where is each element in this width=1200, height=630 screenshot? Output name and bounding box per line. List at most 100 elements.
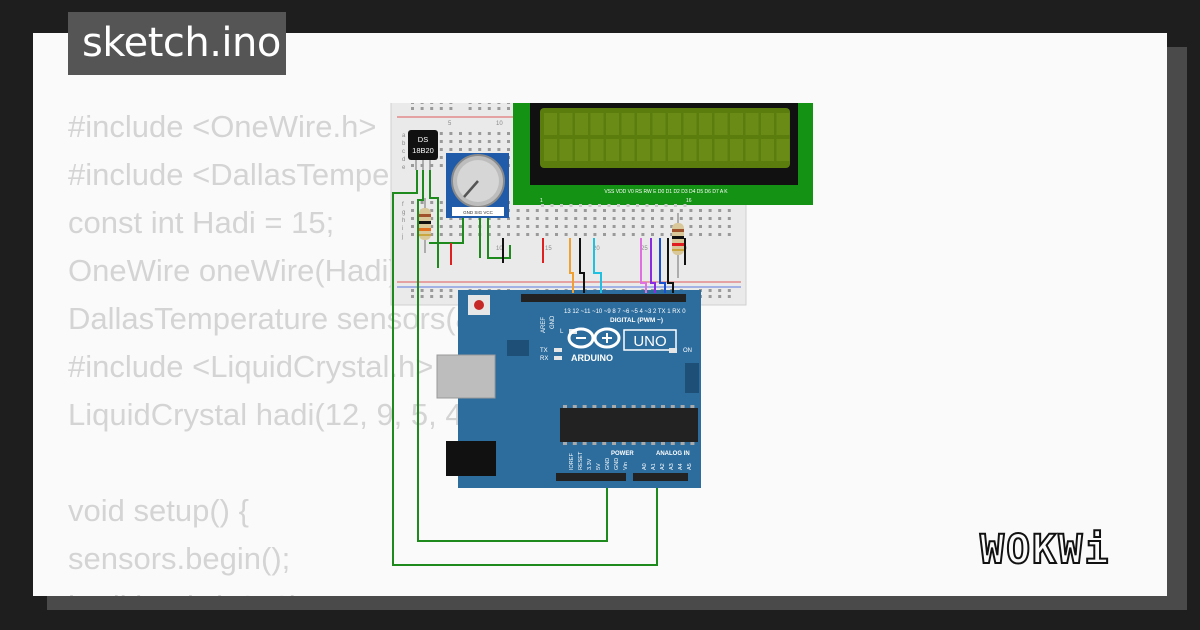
breadboard-hole xyxy=(420,295,424,298)
breadboard-hole xyxy=(574,225,578,228)
analog-pin-label: A3 xyxy=(669,463,675,470)
breadboard-hole xyxy=(430,107,434,110)
breadboard-hole xyxy=(411,217,414,220)
breadboard-hole xyxy=(478,140,482,143)
breadboard-hole xyxy=(430,209,434,212)
wire-blue xyxy=(659,238,666,293)
chip-pin xyxy=(680,405,685,408)
lcd-cell xyxy=(745,139,759,161)
breadboard-hole xyxy=(507,148,510,151)
code-line: void setup() { xyxy=(68,493,249,528)
breadboard-hole xyxy=(497,107,501,110)
breadboard-hole xyxy=(718,217,722,220)
lcd-pin xyxy=(655,204,658,207)
row-letter: c xyxy=(402,149,405,155)
breadboard-hole xyxy=(411,103,414,104)
breadboard-hole xyxy=(497,103,501,104)
row-letter: j xyxy=(401,234,403,240)
chip-pin xyxy=(602,405,607,408)
lcd-pin xyxy=(645,204,649,207)
breadboard-hole xyxy=(689,225,693,228)
row-letter: a xyxy=(402,133,406,139)
breadboard-hole xyxy=(612,225,616,228)
potentiometer: GND SIG VCC xyxy=(446,153,509,218)
lcd-cell xyxy=(652,113,666,135)
breadboard-hole xyxy=(574,209,578,212)
breadboard-hole xyxy=(708,209,712,212)
breadboard-hole xyxy=(468,107,472,110)
lcd-pin xyxy=(579,204,582,207)
breadboard-hole xyxy=(411,295,414,298)
breadboard-hole xyxy=(497,140,501,143)
breadboard-hole xyxy=(487,140,491,143)
potentiometer-pins: GND SIG VCC xyxy=(463,210,494,215)
breadboard-hole xyxy=(430,217,434,220)
power-jack xyxy=(446,441,496,476)
wires xyxy=(392,170,686,566)
breadboard-hole xyxy=(468,148,472,151)
breadboard-hole xyxy=(670,209,674,212)
breadboard-hole xyxy=(411,107,414,110)
wokwi-logo-text: WOKWi xyxy=(980,527,1110,573)
breadboard-hole xyxy=(651,217,654,220)
power-pin-label: IOREF xyxy=(569,453,575,470)
breadboard-hole xyxy=(430,289,434,292)
breadboard-hole xyxy=(459,132,462,135)
on-led-label: ON xyxy=(683,348,692,354)
breadboard-hole xyxy=(679,209,683,212)
aref-label: AREF xyxy=(541,317,547,333)
wire-black xyxy=(667,238,674,293)
breadboard-hole xyxy=(574,217,578,220)
chip-pin xyxy=(612,405,616,408)
lcd-cell xyxy=(590,139,604,161)
breadboard-hole xyxy=(603,217,606,220)
column-number: 15 xyxy=(545,246,552,252)
breadboard-hole xyxy=(593,233,597,236)
breadboard-hole xyxy=(449,217,453,220)
usb-port xyxy=(436,354,496,399)
lcd-cell xyxy=(559,113,573,135)
breadboard-hole xyxy=(439,209,443,212)
lcd-cell xyxy=(544,139,557,161)
breadboard-hole xyxy=(478,148,482,151)
analog-pin-label: A5 xyxy=(687,463,693,470)
arduino-model: UNO xyxy=(633,333,666,350)
power-label: POWER xyxy=(611,451,634,457)
breadboard-hole xyxy=(631,233,635,236)
chip-pin xyxy=(641,405,646,408)
code-line: #include <OneWire.h> xyxy=(68,109,377,144)
code-background: #include <OneWire.h> #include <DallasTem… xyxy=(68,103,681,596)
breadboard-hole xyxy=(459,217,462,220)
wire-black xyxy=(579,238,585,293)
column-number: 5 xyxy=(448,121,452,127)
breadboard-hole xyxy=(718,295,722,298)
breadboard-hole xyxy=(487,217,491,220)
chip-pin xyxy=(631,442,636,445)
breadboard-hole xyxy=(497,217,501,220)
breadboard-hole xyxy=(660,233,664,236)
breadboard-hole xyxy=(449,233,453,236)
breadboard-hole xyxy=(583,217,587,220)
lcd-pin xyxy=(569,204,573,207)
file-tab[interactable]: sketch.ino xyxy=(68,12,286,75)
breadboard-hole xyxy=(593,225,597,228)
power-pin-label: RESET xyxy=(578,451,584,470)
breadboard-hole xyxy=(603,209,606,212)
breadboard-hole xyxy=(449,107,453,110)
breadboard-hole xyxy=(439,201,443,204)
lcd-pin xyxy=(588,204,592,207)
breadboard-hole xyxy=(651,209,654,212)
breadboard-hole xyxy=(439,295,443,298)
breadboard-hole xyxy=(497,233,501,236)
lcd-cell xyxy=(668,139,681,161)
lcd-pin-labels: VSS VDD V0 RS RW E D0 D1 D2 D3 D4 D5 D6 … xyxy=(604,189,728,195)
resistor xyxy=(672,213,684,278)
column-number: 10 xyxy=(496,246,503,252)
breadboard-hole xyxy=(439,132,443,135)
breadboard-hole xyxy=(420,289,424,292)
breadboard-hole xyxy=(622,233,626,236)
breadboard-hole xyxy=(545,233,549,236)
lcd-cell xyxy=(683,113,697,135)
code-line: sensors.begin(); xyxy=(68,541,291,576)
lcd-pin xyxy=(683,204,687,207)
